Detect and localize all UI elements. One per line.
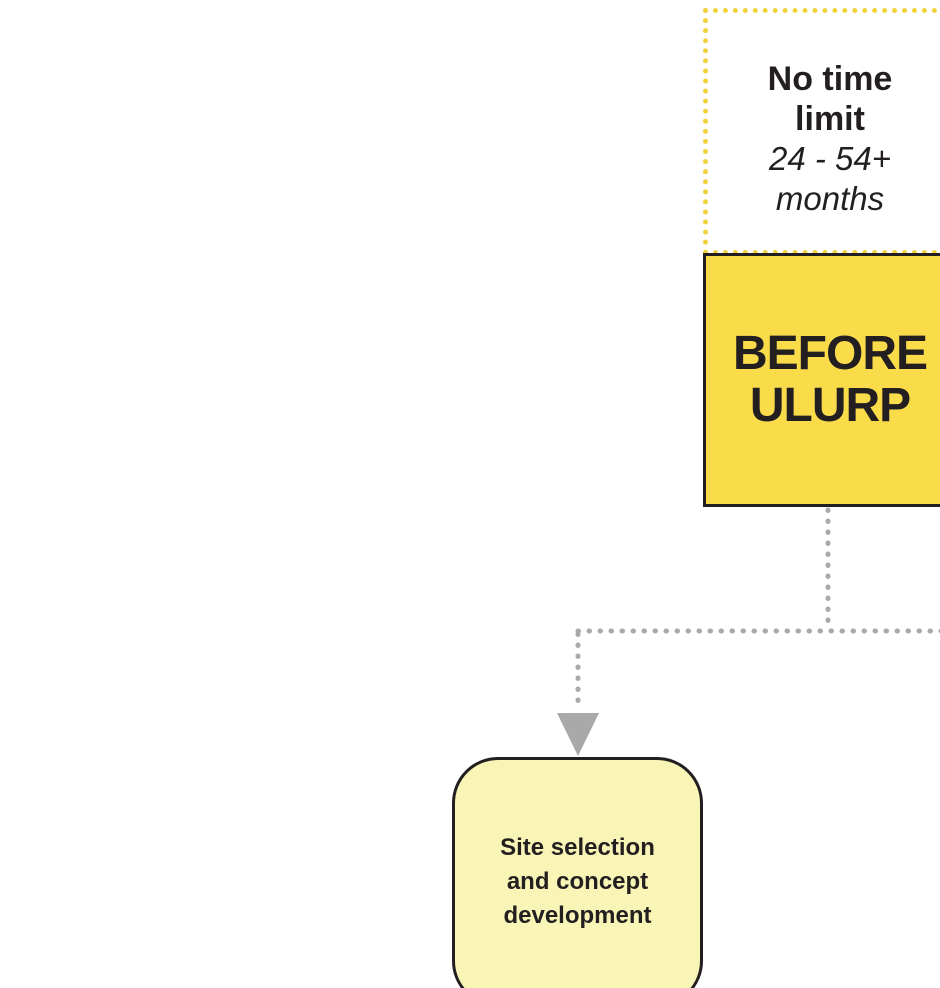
phase-box-before-ulurp: BEFORE ULURP [703,253,940,507]
timeline-note-label: No time limit [767,59,893,138]
phase-box-label: BEFORE ULURP [732,327,928,432]
timeline-note-duration: 24 - 54+ months [768,139,891,217]
timeline-note-box: No time limit 24 - 54+ months [703,8,940,255]
step-box-site-selection: Site selection and concept development [452,757,703,988]
step-box-label: Site selection and concept development [500,834,655,929]
arrowhead-down-icon [557,713,599,756]
